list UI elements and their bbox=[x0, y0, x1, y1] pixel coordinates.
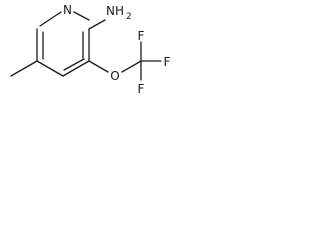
bond-o-cf3 bbox=[121, 60, 142, 73]
amine-label: NH bbox=[106, 4, 124, 18]
bond-c5-methyl bbox=[10, 60, 38, 77]
bond-n1-c6 bbox=[39, 11, 62, 27]
chemical-structure-diagram: N NH 2 O F F F bbox=[10, 3, 171, 96]
ring-nitrogen-label: N bbox=[63, 3, 72, 17]
bond-c2-nh2 bbox=[88, 19, 106, 30]
bond-c2-n1 bbox=[73, 11, 90, 21]
ether-oxygen-label: O bbox=[110, 69, 119, 83]
amine-subscript: 2 bbox=[126, 12, 132, 22]
bond-c4-c3-inner bbox=[63, 58, 85, 71]
bond-c4-c3 bbox=[62, 60, 90, 77]
fluorine-top-label: F bbox=[138, 29, 145, 43]
fluorine-right-label: F bbox=[164, 55, 171, 69]
pyridine-ring bbox=[36, 11, 90, 77]
bond-c5-c4 bbox=[36, 60, 64, 77]
fluorine-bottom-label: F bbox=[138, 82, 145, 96]
bond-c3-o bbox=[88, 60, 109, 73]
